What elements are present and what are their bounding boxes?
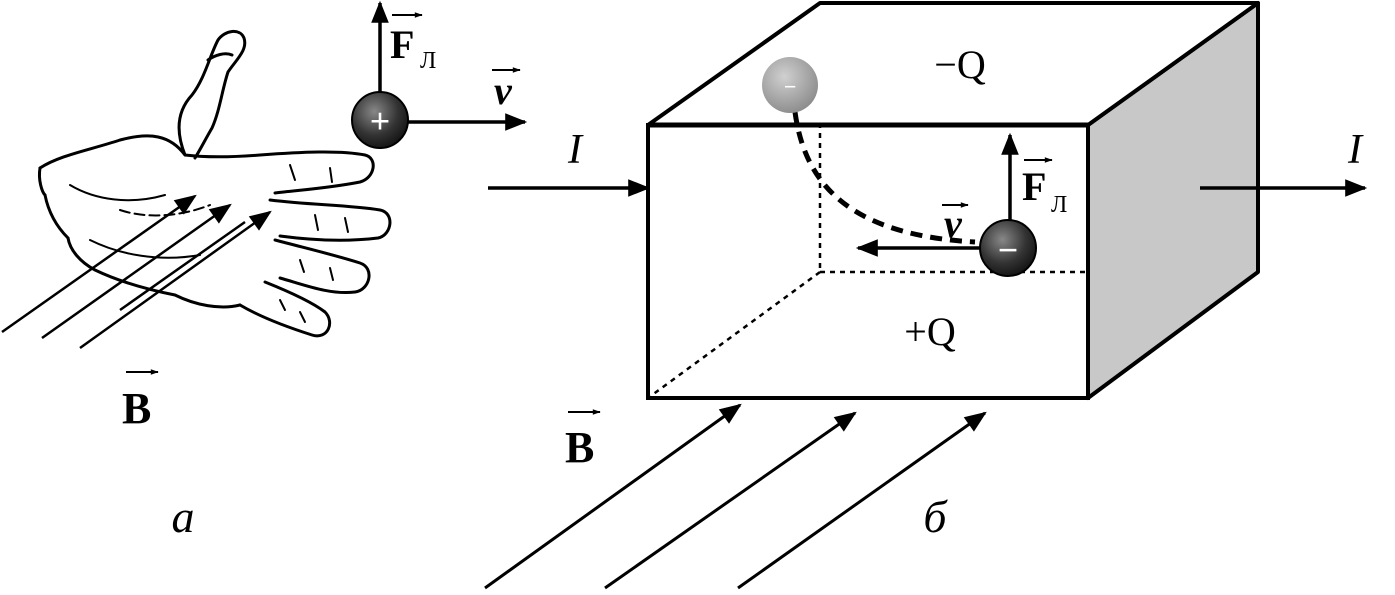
field-label-a: B [122,384,151,433]
positive-charge-sign: + [370,101,391,141]
velocity-label-b: v [944,201,963,246]
electron [979,219,1037,277]
panel-a: F Л v + B а [1,0,528,542]
ghost-electron-sign: − [784,74,797,99]
panel-b: − −Q +Q F Л v − I I B б [484,1,1368,590]
velocity-label-a: v [494,68,513,113]
field-line-b-3 [737,411,987,590]
force-label-sub-b: Л [1051,192,1067,218]
force-label-b: F [1022,164,1046,209]
right-hand-drawing [38,30,392,338]
field-line-a-1 [1,194,197,334]
electron-sign: − [998,230,1019,270]
field-line-a-2 [41,203,232,340]
field-lines-b [484,403,987,590]
current-out-label: I [1347,127,1364,173]
positive-charge [351,91,409,149]
caption-a: а [172,491,195,542]
ghost-electron [762,57,818,113]
field-line-b-2 [604,411,857,590]
current-in-label: I [567,127,584,173]
force-label-a: F [390,22,414,67]
bottom-face-charge-label: +Q [904,309,956,354]
field-label-b: B [565,423,594,472]
top-face-charge-label: −Q [934,42,986,87]
force-label-sub-a: Л [420,48,436,74]
field-line-a-4 [119,220,246,312]
field-line-b-1 [484,403,742,590]
caption-b: б [923,491,948,542]
field-line-a-3 [79,210,272,350]
electron-trajectory [792,111,976,245]
field-lines-a [1,194,272,350]
